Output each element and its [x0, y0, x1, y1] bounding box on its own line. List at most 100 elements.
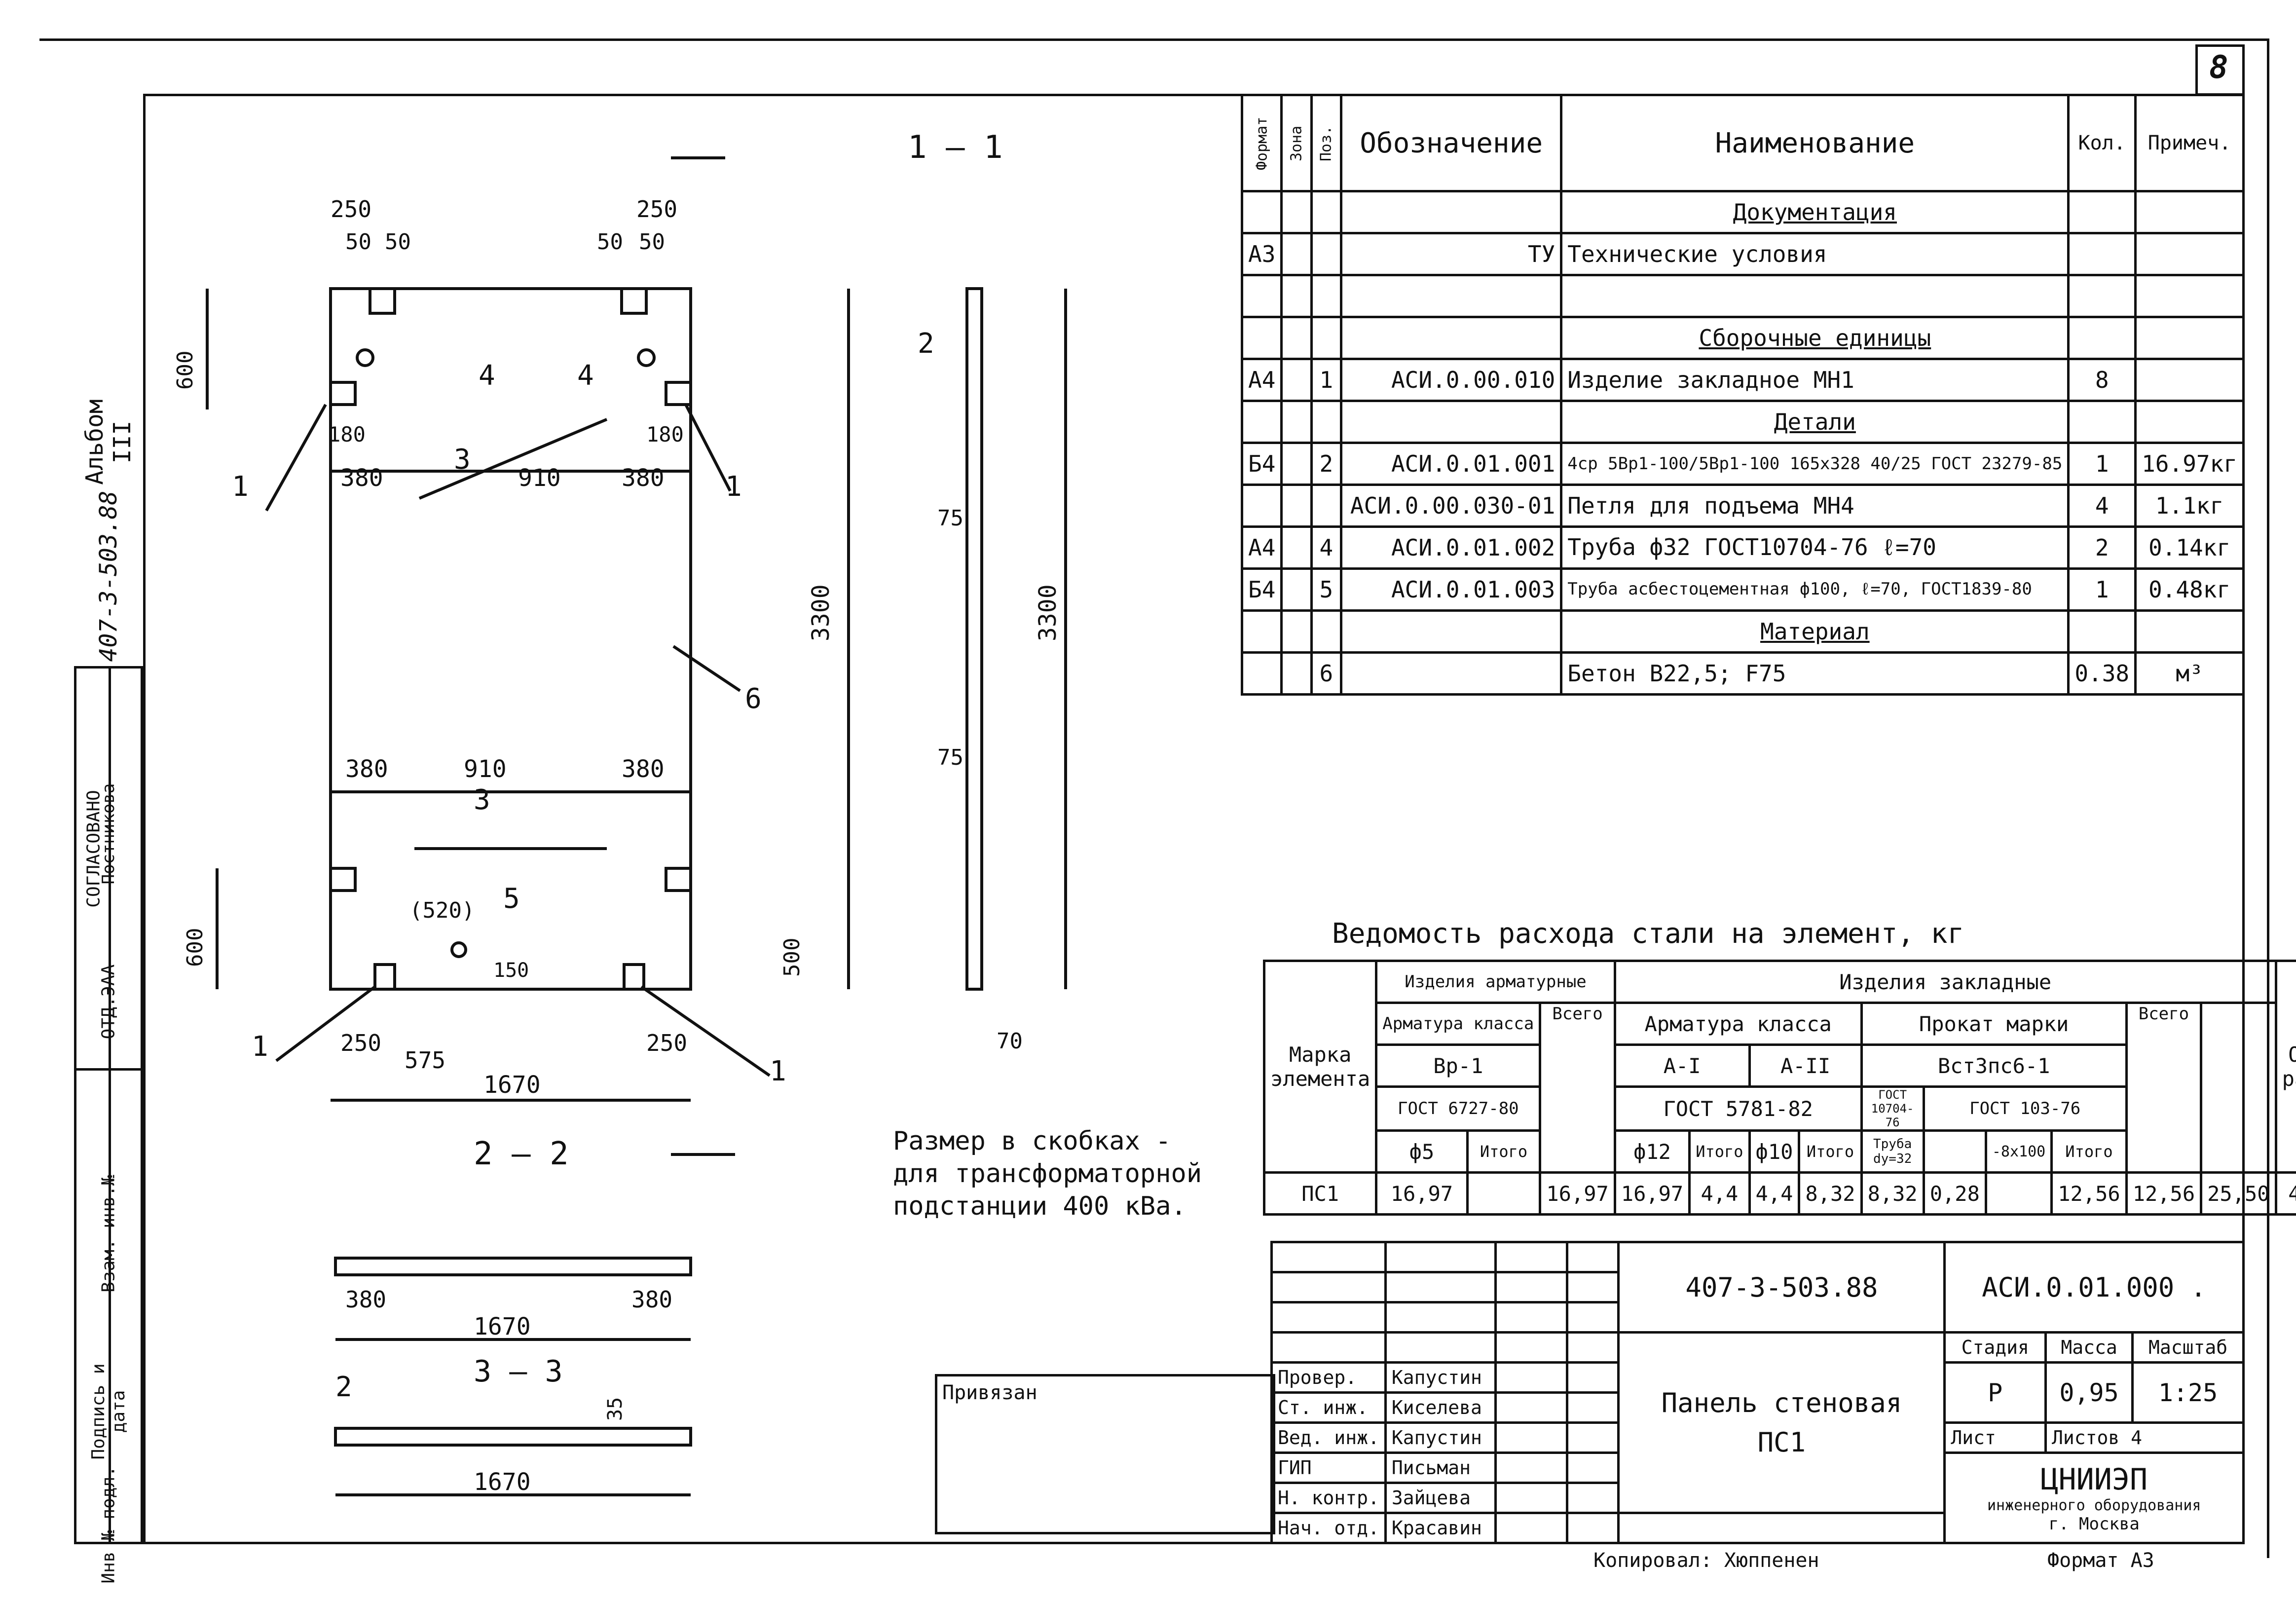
- st-h-strip: -8x100: [1986, 1131, 2051, 1173]
- tb-bound-box: [935, 1374, 1275, 1534]
- st-h-f5: ф5: [1376, 1131, 1467, 1173]
- embed-side-right: [666, 382, 691, 405]
- tb-name-2: ПС1: [1625, 1423, 1938, 1462]
- pos-label-2b: 2: [335, 1371, 352, 1403]
- dim-910-a: 910: [518, 464, 561, 492]
- section-title-1-1: 1 — 1: [908, 129, 1003, 166]
- spec-cell-note: [2136, 611, 2244, 653]
- dim-50-d: 50: [639, 229, 665, 255]
- dim-180-b: 180: [646, 422, 684, 446]
- steel-cell: [1986, 1173, 2051, 1215]
- tb-cell: 0,95: [2046, 1363, 2133, 1423]
- steel-cell: ПС1: [1264, 1173, 1376, 1215]
- dim-1670-b: 1670: [474, 1313, 531, 1340]
- spec-cell-qty: [2069, 233, 2136, 275]
- dim-380-a: 380: [340, 464, 383, 492]
- spec-cell-code: [1341, 653, 1561, 695]
- steel-cell: 16,97: [1615, 1173, 1689, 1215]
- tb-scale-h: Масштаб: [2133, 1333, 2244, 1363]
- steel-cell: 0,28: [1924, 1173, 1986, 1215]
- spec-cell-name: [1561, 275, 2069, 317]
- pos-label-1d: 1: [770, 1055, 786, 1087]
- pos-label-6: 6: [745, 683, 762, 715]
- spec-cell-code: АСИ.0.01.001: [1341, 443, 1561, 485]
- spec-cell-pos: [1311, 191, 1341, 233]
- spec-cell-name: Сборочные единицы: [1561, 317, 2069, 359]
- pipe-asbestos: [452, 943, 466, 957]
- spec-cell-name: Детали: [1561, 401, 2069, 443]
- pos-label-4b: 4: [577, 360, 594, 392]
- spec-cell-fmt: [1242, 653, 1282, 695]
- dim-50-a: 50: [345, 229, 371, 255]
- spec-cell-code: [1341, 191, 1561, 233]
- dim-600-a: 600: [173, 351, 198, 390]
- spec-cell-qty: 8: [2069, 359, 2136, 401]
- pos-label-5: 5: [503, 883, 520, 915]
- spec-cell-qty: [2069, 317, 2136, 359]
- spec-cell-qty: 4: [2069, 485, 2136, 527]
- dim-250-d: 250: [646, 1030, 687, 1056]
- tb-cell: 1:25: [2133, 1363, 2244, 1423]
- spec-cell-note: 0.48кг: [2136, 569, 2244, 611]
- st-h-f10: ф10: [1749, 1131, 1799, 1173]
- tb-cell: Р: [1945, 1363, 2046, 1423]
- tb-doc: АСИ.0.01.000 .: [1945, 1242, 2244, 1333]
- spec-cell-pos: 6: [1311, 653, 1341, 695]
- st-h-itogo2: Итого: [1690, 1131, 1749, 1173]
- spec-row: Детали: [1242, 401, 2244, 443]
- dim-910-b: 910: [464, 755, 507, 783]
- dim-1670-c: 1670: [474, 1468, 531, 1496]
- spec-cell-zone: [1282, 485, 1311, 527]
- section-title-3-3: 3 — 3: [474, 1354, 563, 1389]
- steel-cell: 16,97: [1540, 1173, 1615, 1215]
- tb-org-3: г. Москва: [1951, 1514, 2237, 1534]
- spec-cell-zone: [1282, 401, 1311, 443]
- tb-format: Формат А3: [2047, 1549, 2154, 1572]
- spec-cell-note: [2136, 401, 2244, 443]
- tb-cell: [1495, 1363, 1567, 1393]
- spec-cell-pos: [1311, 317, 1341, 359]
- dim-380-e: 380: [345, 1286, 386, 1313]
- spec-cell-name: Документация: [1561, 191, 2069, 233]
- pipe-right: [638, 350, 654, 366]
- st-h-arm: Изделия арматурные: [1376, 961, 1615, 1003]
- note-line-2: для трансформаторной: [893, 1157, 1202, 1190]
- spec-cell-name: Петля для подъема МН4: [1561, 485, 2069, 527]
- spec-cell-fmt: Б4: [1242, 569, 1282, 611]
- spec-cell-fmt: [1242, 275, 1282, 317]
- spec-cell-code: [1341, 611, 1561, 653]
- dim-250-c: 250: [340, 1030, 381, 1056]
- tb-cell: Красавин: [1385, 1513, 1495, 1543]
- tb-cell: Зайцева: [1385, 1483, 1495, 1513]
- dim-35: 35: [604, 1397, 627, 1421]
- dim-75-b: 75: [937, 745, 963, 770]
- drawing-views: 250 250 50 50 50 50 380 910 380 380 910 …: [0, 0, 1243, 1585]
- spec-cell-qty: [2069, 191, 2136, 233]
- spec-cell-fmt: Б4: [1242, 443, 1282, 485]
- spec-cell-pos: 1: [1311, 359, 1341, 401]
- spec-cell-code: АСИ.0.00.010: [1341, 359, 1561, 401]
- spec-cell-note: м³: [2136, 653, 2244, 695]
- dim-150: 150: [493, 959, 529, 982]
- spec-cell-note: [2136, 233, 2244, 275]
- dim-380-c: 380: [345, 755, 388, 783]
- spec-cell-note: [2136, 191, 2244, 233]
- dim-250-right: 250: [636, 196, 677, 223]
- spec-h-zone: Зона: [1282, 95, 1311, 191]
- spec-cell-name: Технические условия: [1561, 233, 2069, 275]
- spec-cell-qty: 1: [2069, 443, 2136, 485]
- spec-cell-fmt: А4: [1242, 527, 1282, 569]
- tb-cell: Киселева: [1385, 1393, 1495, 1423]
- dim-520: (520): [409, 898, 475, 923]
- tb-cell: [1495, 1453, 1567, 1483]
- steel-cell: 25,50: [2201, 1173, 2276, 1215]
- spec-cell-zone: [1282, 443, 1311, 485]
- st-h-gost2: ГОСТ 5781-82: [1615, 1087, 1861, 1131]
- spec-cell-qty: 1: [2069, 569, 2136, 611]
- dim-575: 575: [405, 1047, 445, 1074]
- page-number: 8: [2209, 49, 2228, 86]
- pos-label-3b: 3: [474, 784, 490, 816]
